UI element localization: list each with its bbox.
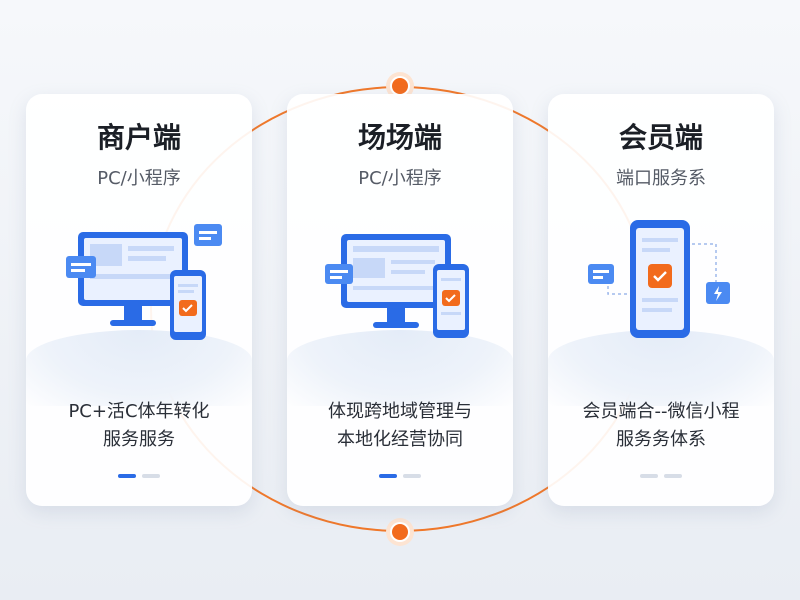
desktop-and-phone-icon — [66, 224, 222, 340]
card-title: 商户端 — [96, 121, 181, 154]
desc-line-2: 本地化经营协同 — [337, 429, 463, 450]
dot[interactable] — [664, 474, 682, 478]
dot[interactable] — [142, 474, 160, 478]
card-title: 会员端 — [618, 121, 703, 154]
desc-line-2: 服务服务 — [103, 429, 175, 450]
card-member[interactable]: 会员端 端口服务系 会员端合--微信小程 服务务体系 — [548, 94, 774, 506]
pagination-dots — [548, 474, 774, 478]
desktop-and-phone-icon — [325, 234, 469, 338]
desc-line-1: 体现跨地域管理与 — [328, 401, 472, 422]
card-description: PC+活C体年转化 服务服务 — [40, 398, 238, 454]
dot-active[interactable] — [118, 474, 136, 478]
pagination-dots — [26, 474, 252, 478]
dot[interactable] — [403, 474, 421, 478]
dot-active[interactable] — [379, 474, 397, 478]
pagination-dots — [287, 474, 513, 478]
card-title: 场场端 — [357, 121, 442, 154]
card-merchant[interactable]: 商户端 PC/小程序 PC+活C体年转化 服务服务 — [26, 94, 252, 506]
phone-with-chat-icon — [588, 220, 730, 338]
dot[interactable] — [640, 474, 658, 478]
card-stage — [287, 330, 513, 406]
desc-line-1: 会员端合--微信小程 — [582, 401, 740, 422]
desc-line-1: PC+活C体年转化 — [68, 401, 210, 422]
card-description: 会员端合--微信小程 服务务体系 — [562, 398, 760, 454]
card-subtitle: PC/小程序 — [358, 168, 442, 189]
card-subtitle: 端口服务系 — [616, 168, 706, 189]
desc-line-2: 服务务体系 — [616, 429, 706, 450]
card-description: 体现跨地域管理与 本地化经营协同 — [301, 398, 499, 454]
card-stage — [26, 330, 252, 406]
orbit-node-bottom — [386, 518, 414, 546]
card-venue[interactable]: 场场端 PC/小程序 体现跨地域管理与 本地化经营协同 — [287, 94, 513, 506]
card-subtitle: PC/小程序 — [97, 168, 181, 189]
card-stage — [548, 330, 774, 406]
